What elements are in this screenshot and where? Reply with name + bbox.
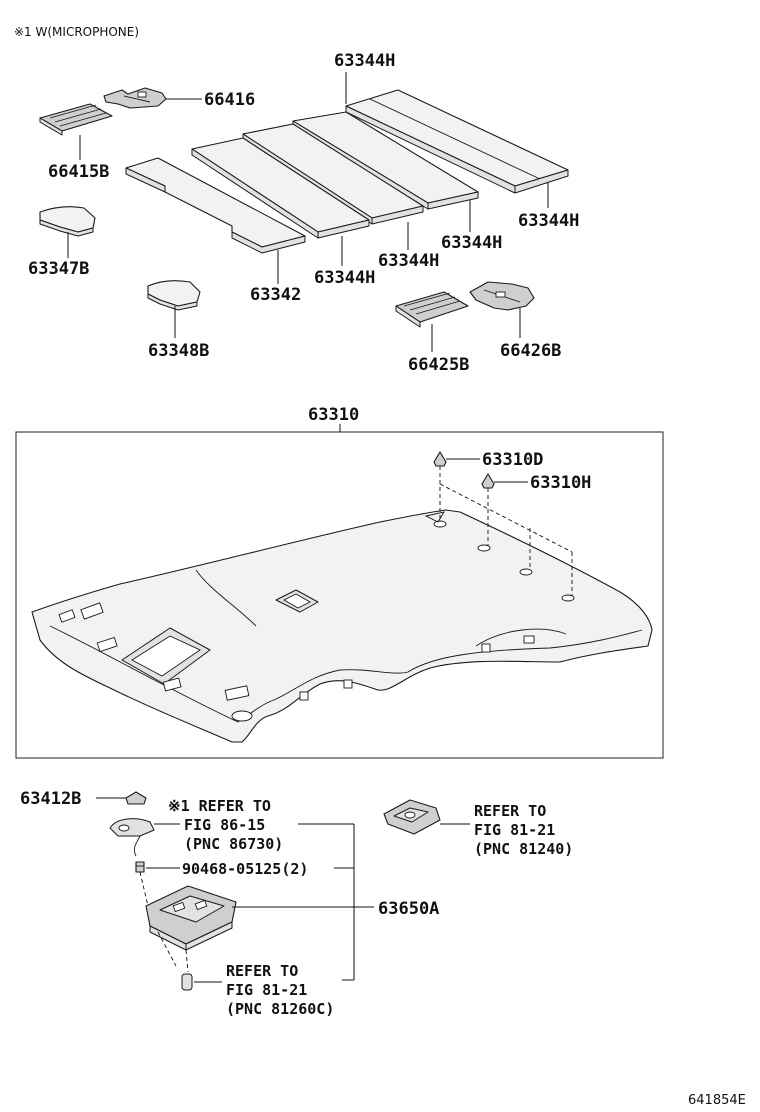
ref-mic-line3: (PNC 86730) [184,835,283,853]
pad-63348b[interactable] [147,280,201,311]
label-66425b: 66425B [408,355,469,375]
pad-63342[interactable] [125,157,306,254]
ref-mic-line1: ※1 REFER TO [168,797,271,815]
pad-63347b[interactable] [39,206,96,237]
label-63344h-left: 63344H [314,268,375,288]
ref-lamp-line1: REFER TO [474,802,546,820]
map-lamp-63650a[interactable] [145,885,237,951]
microphone-part[interactable] [109,818,155,857]
label-63344h-mid1: 63344H [378,251,439,271]
label-63347b: 63347B [28,259,89,279]
label-63348b: 63348B [148,341,209,361]
pad-63344h-top[interactable] [345,89,569,194]
pad-63344h-4[interactable] [292,111,479,210]
label-63310h: 63310H [530,473,591,493]
label-63310d: 63310D [482,450,543,470]
label-63650a: 63650A [378,899,439,919]
label-63344h-top: 63344H [334,51,395,71]
label-63342: 63342 [250,285,301,305]
header-note: ※1 W(MICROPHONE) [14,25,139,39]
room-lamp-part[interactable] [383,799,441,835]
label-66415b: 66415B [48,162,109,182]
install-dash-lines [439,466,573,596]
ref-bulb-line1: REFER TO [226,962,298,980]
ref-bulb-line2: FIG 81-21 [226,981,307,999]
top-leaders [67,72,549,352]
label-66416: 66416 [204,90,255,110]
bracket-66415b[interactable] [39,103,113,136]
clip-66416[interactable] [103,87,167,109]
ref-lamp-line3: (PNC 81240) [474,840,573,858]
label-66426b: 66426B [500,341,561,361]
clip-63310h[interactable] [481,473,495,489]
screw-90468[interactable] [135,861,145,873]
ref-bulb-line3: (PNC 81260C) [226,1000,334,1018]
label-63344h-mid2: 63344H [441,233,502,253]
label-90468: 90468-05125(2) [182,860,308,878]
group-bracket [298,823,355,981]
headliner-63310[interactable] [31,509,653,743]
clip-63310d[interactable] [433,451,447,467]
label-63412b: 63412B [20,789,81,809]
headliner-frame [15,431,664,759]
pad-63344h-2[interactable] [191,137,370,239]
clip-63412b[interactable] [125,791,147,805]
lamp-dash-lines [139,871,189,973]
bulb-part[interactable] [181,973,193,991]
ref-lamp-line2: FIG 81-21 [474,821,555,839]
label-63310: 63310 [308,405,359,425]
diagram-code: 641854E [688,1093,746,1108]
ref-mic-line2: FIG 86-15 [184,816,265,834]
label-63344h-right: 63344H [518,211,579,231]
bracket-66425b[interactable] [395,291,469,328]
clip-66426b[interactable] [469,281,535,311]
